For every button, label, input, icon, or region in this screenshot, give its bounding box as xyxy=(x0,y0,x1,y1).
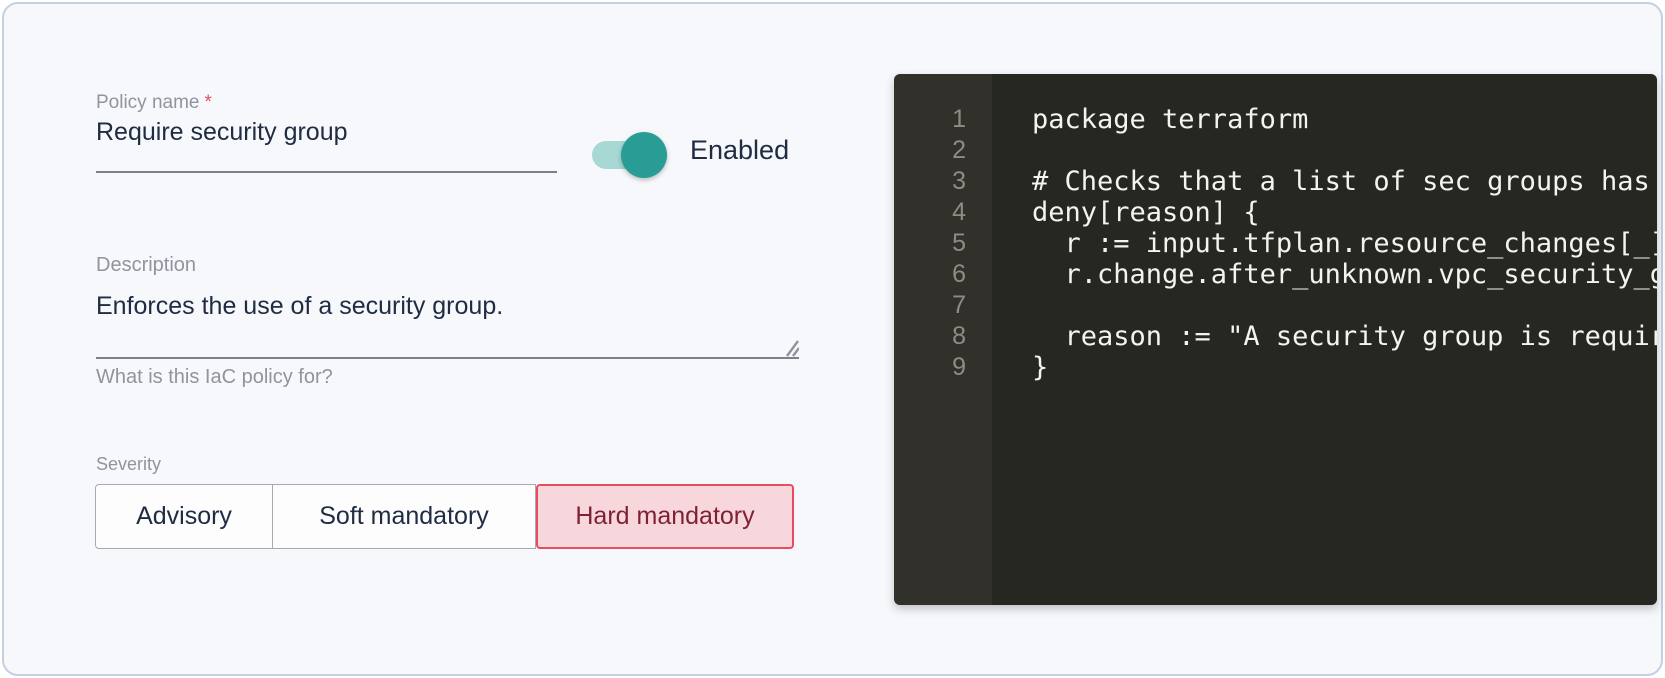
code-line: # Checks that a list of sec groups has a… xyxy=(1032,166,1650,197)
code-line: } xyxy=(1032,352,1049,383)
code-line xyxy=(1032,135,1657,166)
required-asterisk: * xyxy=(204,92,212,113)
line-number: 3 xyxy=(952,167,966,195)
severity-label: Severity xyxy=(96,454,162,474)
code-editor[interactable]: package terraform # Checks that a list of… xyxy=(992,74,1657,605)
description-input[interactable]: Enforces the use of a security group. xyxy=(96,292,504,320)
line-number: 4 xyxy=(952,198,966,226)
code-line: r := input.tfplan.resource_changes[_] xyxy=(1032,228,1658,259)
line-number: 2 xyxy=(952,136,966,164)
enabled-toggle-label: Enabled xyxy=(690,135,790,165)
enabled-toggle[interactable] xyxy=(592,126,672,184)
severity-option-advisory[interactable]: Advisory xyxy=(95,484,273,549)
policy-name-label: Policy name* xyxy=(96,92,212,114)
line-number: 6 xyxy=(952,260,966,288)
policy-name-label-text: Policy name xyxy=(96,92,200,113)
severity-option-soft-mandatory[interactable]: Soft mandatory xyxy=(273,484,536,549)
code-line: reason := "A security group is required" xyxy=(1032,321,1658,352)
line-number: 7 xyxy=(952,291,966,319)
textarea-resize-grip-icon[interactable] xyxy=(779,339,799,357)
line-number: 8 xyxy=(952,322,966,350)
code-line: deny[reason] { xyxy=(1032,197,1260,228)
severity-option-hard-mandatory[interactable]: Hard mandatory xyxy=(536,484,794,549)
code-line xyxy=(1032,290,1657,321)
description-helper-text: What is this IaC policy for? xyxy=(96,366,333,388)
line-number: 1 xyxy=(952,105,966,133)
code-line: package terraform xyxy=(1032,104,1309,135)
policy-name-underline xyxy=(96,171,557,173)
gutter-line-numbers: 1 2 3 4 5 6 7 8 9 xyxy=(894,74,992,605)
code-line: r.change.after_unknown.vpc_security_grou… xyxy=(1064,259,1658,290)
toggle-knob xyxy=(621,132,667,178)
severity-button-group: Advisory Soft mandatory Hard mandatory xyxy=(95,484,794,549)
description-label: Description xyxy=(96,254,197,276)
line-number: 9 xyxy=(952,353,966,381)
description-underline xyxy=(96,357,799,359)
code-editor-panel: 1 2 3 4 5 6 7 8 9 package terraform # Checks that… xyxy=(894,74,1657,605)
line-number: 5 xyxy=(952,229,966,257)
policy-name-input[interactable]: Require security group xyxy=(96,118,348,146)
